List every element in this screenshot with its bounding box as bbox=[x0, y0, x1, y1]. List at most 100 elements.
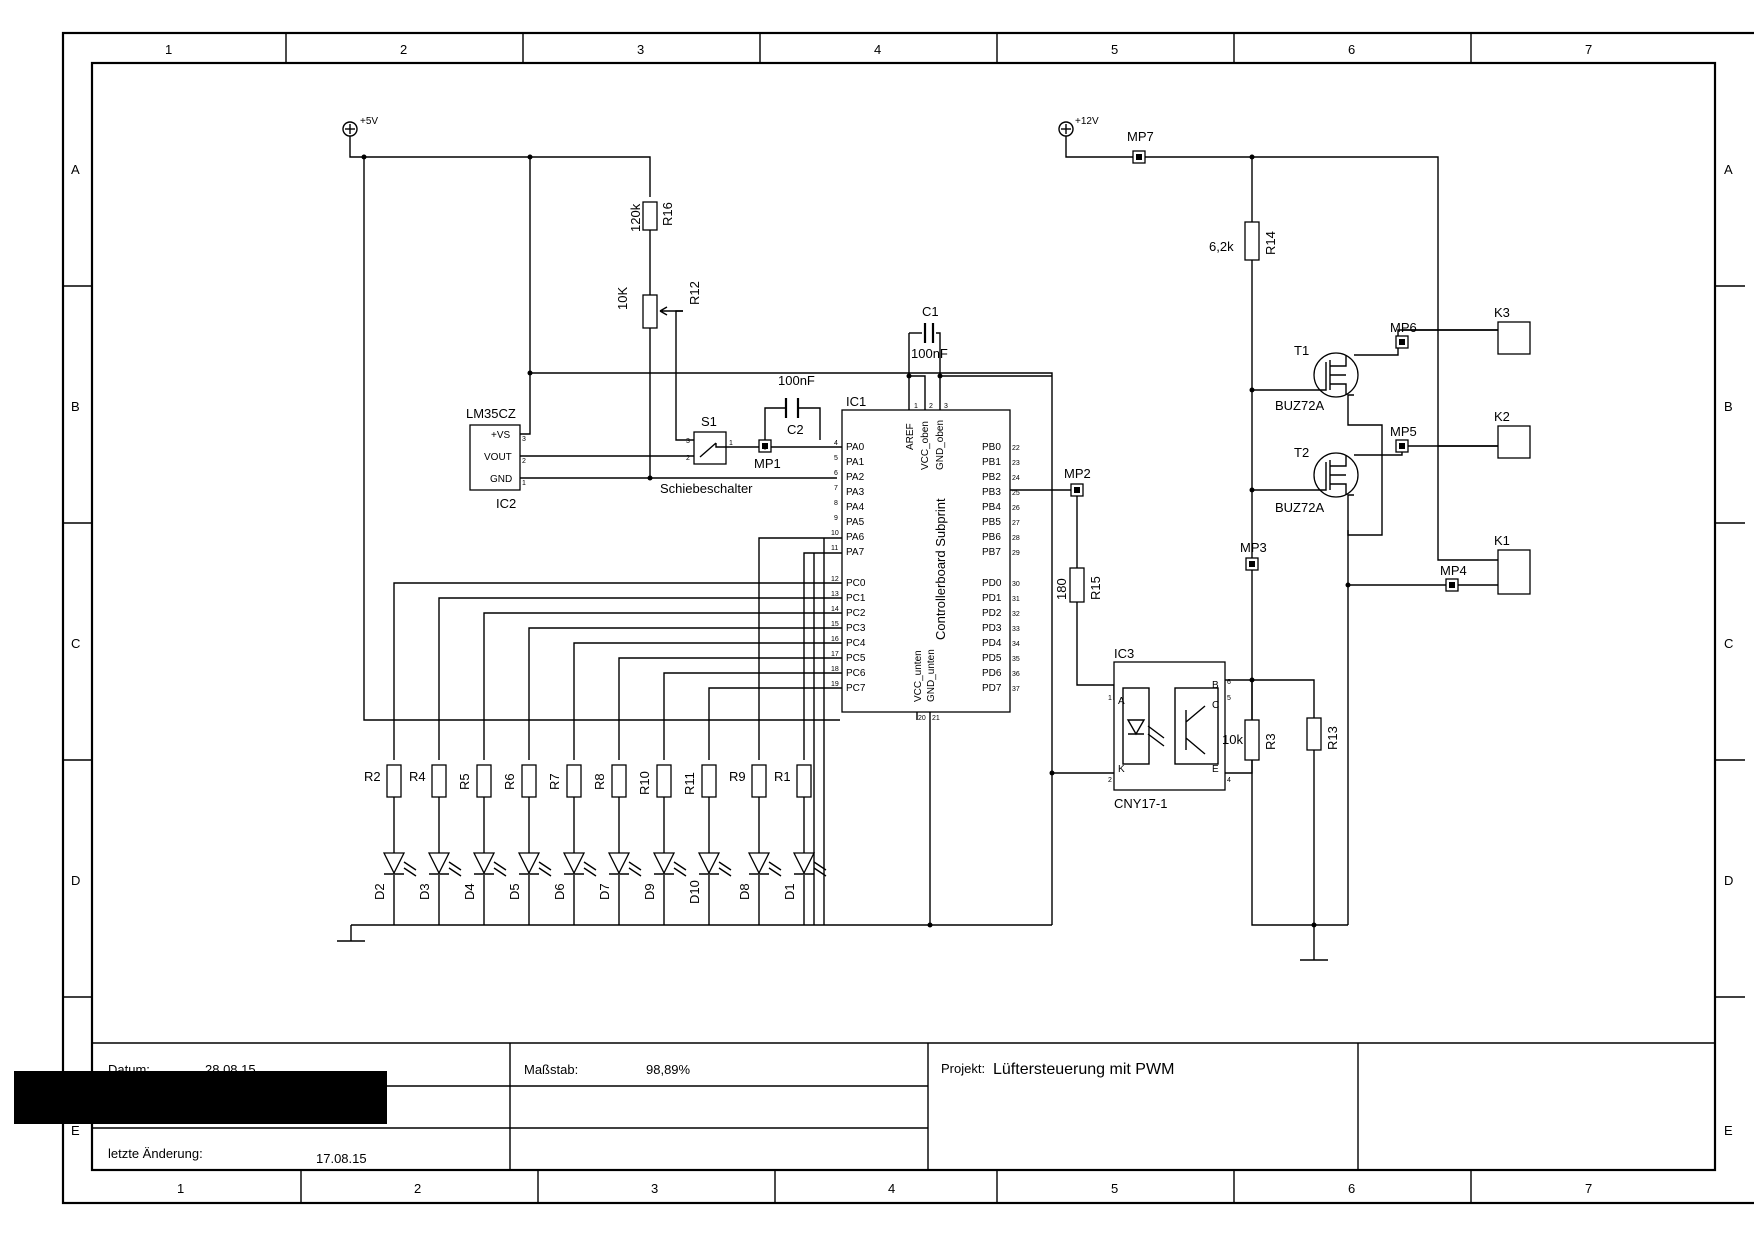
massstab-value: 98,89% bbox=[646, 1062, 691, 1077]
ic1-body-label: Controllerboard Subprint bbox=[933, 498, 948, 640]
r15-name: R15 bbox=[1088, 576, 1103, 600]
led-resistor-label: R9 bbox=[729, 769, 746, 784]
r16-name: R16 bbox=[660, 202, 675, 226]
pin-num: 4 bbox=[1227, 777, 1231, 784]
k3-label: K3 bbox=[1494, 305, 1510, 320]
ic1-pin-label: PB7 bbox=[982, 547, 1001, 558]
pin-num: 22 bbox=[1012, 445, 1020, 452]
led: D10 bbox=[687, 852, 732, 904]
t1-name: T1 bbox=[1294, 343, 1309, 358]
ic1-pin-label: PA0 bbox=[846, 442, 865, 453]
led-label: D7 bbox=[597, 883, 612, 900]
redaction-bar bbox=[14, 1071, 387, 1124]
massstab-label: Maßstab: bbox=[524, 1062, 578, 1077]
r13-resistor: R13 bbox=[1306, 717, 1340, 751]
r12-value: 10K bbox=[615, 287, 630, 310]
ic1-pin-label: PC4 bbox=[846, 638, 866, 649]
ic1-pin-label: PD0 bbox=[982, 578, 1002, 589]
pin-num: 18 bbox=[831, 666, 839, 673]
ic1-pin-label: PD4 bbox=[982, 638, 1002, 649]
ic1-gnd-unten-label: GND_unten bbox=[926, 649, 937, 702]
pin-num: 15 bbox=[831, 621, 839, 628]
mp6-label: MP6 bbox=[1390, 320, 1417, 335]
ic1-right-pin-numbers: 22 23 24 25 26 27 28 29 30 31 32 33 34 3… bbox=[1012, 445, 1020, 693]
ic1-pin-label: PA1 bbox=[846, 457, 865, 468]
pin-num: 2 bbox=[686, 455, 690, 462]
pin-num: 1 bbox=[729, 440, 733, 447]
mp6: MP6 bbox=[1390, 320, 1417, 349]
ic1-pin-label: PA7 bbox=[846, 547, 865, 558]
led: D7 bbox=[597, 852, 642, 900]
led: D1 bbox=[782, 852, 827, 900]
row-label: B bbox=[1724, 399, 1733, 414]
pin-num: 7 bbox=[834, 485, 838, 492]
pin-num: 27 bbox=[1012, 520, 1020, 527]
ic1-right-pins: PB0 PB1 PB2 PB3 PB4 PB5 PB6 PB7 PD0 PD1 … bbox=[982, 442, 1002, 694]
power-5v: +5V bbox=[342, 116, 378, 137]
ic1-left-pin-numbers: 4 5 6 7 8 9 10 11 12 13 14 15 16 17 18 1… bbox=[831, 440, 839, 688]
ic1-pin-label: PD7 bbox=[982, 683, 1002, 694]
led-label: D3 bbox=[417, 883, 432, 900]
mp5-label: MP5 bbox=[1390, 424, 1417, 439]
r14-value: 6,2k bbox=[1209, 239, 1234, 254]
pin-num: 2 bbox=[929, 403, 933, 410]
col-label: 6 bbox=[1348, 1181, 1355, 1196]
pin-num: 11 bbox=[831, 545, 838, 552]
mp1: MP1 bbox=[754, 439, 781, 471]
col-label: 1 bbox=[165, 42, 172, 57]
ic3-pin-c: C bbox=[1212, 700, 1219, 711]
row-label: D bbox=[1724, 873, 1733, 888]
pin-num: 5 bbox=[834, 455, 838, 462]
c2-name: C2 bbox=[787, 422, 804, 437]
ic1-left-pins: PA0 PA1 PA2 PA3 PA4 PA5 PA6 PA7 PC0 PC1 … bbox=[846, 442, 866, 694]
led-bank: D2 D3 D4 D5 D6 D7 D9 bbox=[372, 852, 827, 904]
pin-num: 19 bbox=[831, 681, 839, 688]
led-resistor-body bbox=[431, 764, 447, 798]
frame-row-labels-right: A B C D E bbox=[1724, 162, 1733, 1138]
mp2: MP2 bbox=[1064, 466, 1091, 497]
ic3-optocoupler: IC3 CNY17-1 A K B C E 1 2 6 5 4 bbox=[1108, 646, 1231, 811]
led: D3 bbox=[417, 852, 462, 900]
led-resistor-body bbox=[796, 764, 812, 798]
r13-name: R13 bbox=[1325, 726, 1340, 750]
col-label: 3 bbox=[637, 42, 644, 57]
pin-num: 4 bbox=[834, 440, 838, 447]
junctions bbox=[361, 154, 1351, 928]
s1-slide-switch: S1 Schiebeschalter 3 2 1 bbox=[660, 414, 753, 496]
pin-num: 13 bbox=[831, 591, 839, 598]
led-label: D4 bbox=[462, 883, 477, 900]
r16-value: 120k bbox=[628, 203, 643, 232]
ic2-type: LM35CZ bbox=[466, 406, 516, 421]
row-label: A bbox=[1724, 162, 1733, 177]
c2-capacitor: 100nF C2 bbox=[778, 373, 815, 437]
pin-num: 12 bbox=[831, 576, 839, 583]
ic3-pin-e: E bbox=[1212, 764, 1219, 775]
col-label: 6 bbox=[1348, 42, 1355, 57]
led-resistor-label: R6 bbox=[502, 773, 517, 790]
connector-k3: K3 bbox=[1494, 305, 1531, 355]
ic2-pin-gnd: GND bbox=[490, 474, 512, 485]
led: D2 bbox=[372, 852, 417, 900]
s1-name: S1 bbox=[701, 414, 717, 429]
ic1-pin-label: PA5 bbox=[846, 517, 865, 528]
pin-num: 8 bbox=[834, 500, 838, 507]
pin-num: 16 bbox=[831, 636, 839, 643]
r16-resistor: 120k R16 bbox=[628, 201, 675, 232]
ic1-name: IC1 bbox=[846, 394, 866, 409]
mp7: MP7 bbox=[1127, 129, 1154, 164]
pin-num: 3 bbox=[522, 436, 526, 443]
connector-k1: K1 bbox=[1494, 533, 1531, 595]
r3-value: 10k bbox=[1222, 732, 1243, 747]
ic1-pin-label: PA2 bbox=[846, 472, 865, 483]
r14-name: R14 bbox=[1263, 231, 1278, 255]
c1-capacitor: C1 100nF bbox=[911, 304, 948, 361]
pin-num: 1 bbox=[914, 403, 918, 410]
t1-mosfet: T1 BUZ72A bbox=[1275, 343, 1359, 413]
led-resistor-body bbox=[386, 764, 402, 798]
ic1-pin-label: PB0 bbox=[982, 442, 1001, 453]
pin-num: 33 bbox=[1012, 626, 1020, 633]
pin-num: 3 bbox=[944, 403, 948, 410]
led-resistor-label: R8 bbox=[592, 773, 607, 790]
frame-row-labels-left: A B C D E bbox=[71, 162, 80, 1138]
row-label: D bbox=[71, 873, 80, 888]
